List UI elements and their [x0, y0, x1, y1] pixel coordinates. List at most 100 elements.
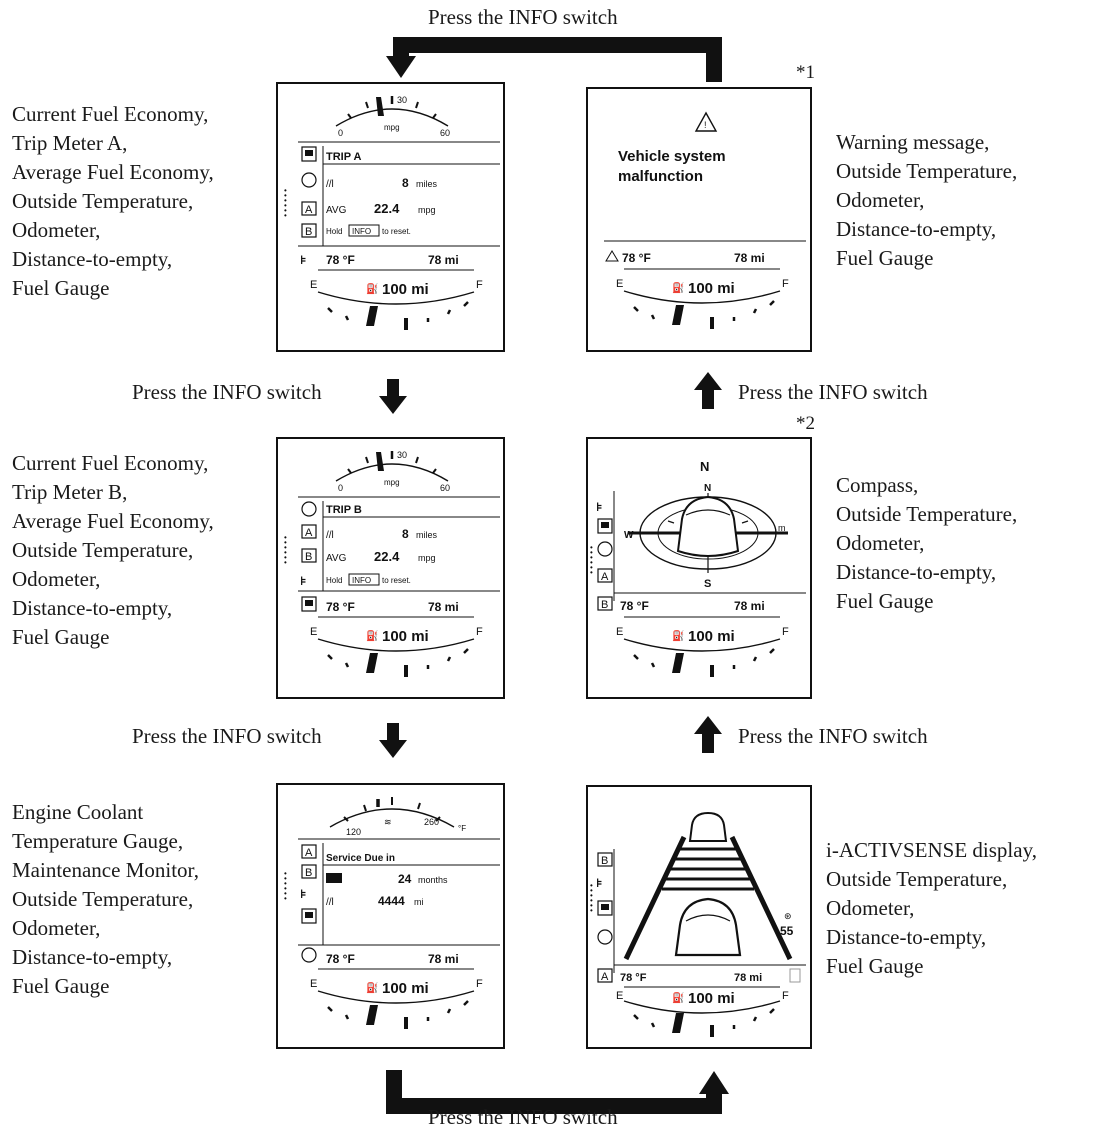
temp: 78 °F [622, 251, 651, 265]
label-trip-b: Current Fuel Economy,Trip Meter B,Averag… [12, 451, 214, 649]
warning-small-icon [605, 250, 619, 262]
dte: 100 mi [688, 990, 735, 1007]
info-key: INFO [352, 227, 371, 236]
dte: 100 mi [688, 280, 735, 297]
press-info-right-2: Press the INFO switch [738, 724, 928, 748]
fuel-pump-icon: ⛽ [672, 991, 684, 1004]
seat-icon: ⊧ [300, 253, 307, 267]
warning-icon [694, 111, 718, 132]
odo: 78 mi [428, 952, 459, 966]
fuel-pump-icon: ⛽ [366, 282, 378, 295]
press-info-left-2: Press the INFO switch [132, 724, 322, 748]
temp: 78 °F [326, 952, 355, 966]
label-compass: Compass,Outside Temperature,Odometer,Dis… [836, 473, 1018, 613]
compass-n-top: N [700, 459, 709, 474]
service-title: Service Due in [326, 853, 395, 864]
page-dots: •••••• [284, 869, 287, 903]
avg-value: 22.4 [374, 201, 400, 216]
top-loop-arrowhead [386, 56, 416, 78]
avg-label: AVG [326, 553, 347, 564]
up-arrow-1 [694, 372, 722, 390]
seat-icon: ⊧ [596, 876, 603, 890]
trip-title: TRIP A [326, 151, 362, 163]
fuel-e: E [310, 279, 317, 291]
note-compass: *2 [796, 413, 815, 434]
car-icon [597, 900, 613, 916]
fuel-f: F [782, 626, 789, 638]
hold-text: Hold [326, 227, 342, 236]
odo: 78 mi [734, 251, 765, 265]
road-icon: //l [326, 530, 334, 541]
miles-unit: mi [414, 897, 424, 907]
trip-title: TRIP B [326, 504, 362, 516]
speed-icon [301, 172, 317, 188]
page-dots: •••••• [590, 543, 593, 577]
odo: 78 mi [734, 972, 762, 984]
down-arrow-1 [379, 396, 407, 414]
gauge-max: 60 [440, 483, 450, 493]
press-info-bottom: Press the INFO switch [428, 1105, 618, 1129]
fuel-pump-icon: ⛽ [672, 281, 684, 294]
fuel-e: E [310, 626, 317, 638]
press-info-right-1: Press the INFO switch [738, 380, 928, 404]
car-rear-icon [676, 495, 740, 557]
press-info-left-1: Press the INFO switch [132, 380, 322, 404]
reset-text: to reset. [382, 576, 411, 585]
tab-a: A [601, 571, 609, 583]
seat-icon: ⊧ [300, 887, 307, 901]
seat-icon: ⊧ [596, 500, 603, 514]
fuel-pump-icon: ⛽ [672, 629, 684, 642]
tab-b: B [601, 599, 608, 611]
avg-unit: mpg [418, 553, 436, 563]
fuel-e: E [310, 978, 317, 990]
odo: 78 mi [428, 253, 459, 267]
tab-b: B [305, 867, 312, 879]
press-info-top: Press the INFO switch [428, 5, 618, 29]
gauge-min: 120 [346, 827, 361, 837]
dte: 100 mi [382, 281, 429, 298]
gauge-unit: mpg [384, 123, 400, 132]
temp: 78 °F [326, 600, 355, 614]
fuel-f: F [476, 978, 483, 990]
info-key: INFO [352, 576, 371, 585]
set-speed: 55 [780, 924, 794, 938]
miles-value: 4444 [378, 894, 405, 908]
note-warning: *1 [796, 62, 815, 83]
fuel-pump-icon: ⛽ [366, 629, 378, 642]
compass-w: W [624, 530, 634, 541]
page-dots: •••••• [590, 881, 593, 915]
screen-trip-b: 0 30 60 mpg A B ⊧ TRIP B //l 8 miles AVG… [276, 437, 505, 699]
seat-icon: ⊧ [300, 574, 307, 588]
top-loop-connector [393, 37, 722, 82]
page-dots: •••••• [284, 533, 287, 567]
bottom-loop-arrowhead [699, 1071, 729, 1094]
dte: 100 mi [382, 980, 429, 997]
gauge-max: 60 [440, 128, 450, 138]
dte: 100 mi [688, 628, 735, 645]
fuel-f: F [782, 990, 789, 1002]
gauge-mid: 30 [397, 95, 407, 105]
fuel-f: F [782, 278, 789, 290]
temp: 78 °F [620, 972, 647, 984]
screen-activsense: ⊛ 55 B ⊧ A 78 °F 78 mi E F ⛽ 100 mi ••••… [586, 785, 812, 1049]
page-dots: •••••• [284, 186, 287, 220]
fuel-f: F [476, 626, 483, 638]
fuel-f: F [476, 279, 483, 291]
odo: 78 mi [734, 599, 765, 613]
cruise-icon: ⊛ [784, 911, 792, 921]
label-activsense: i-ACTIVSENSE display,Outside Temperature… [826, 838, 1037, 978]
tab-b: B [305, 551, 312, 563]
label-trip-a: Current Fuel Economy,Trip Meter A,Averag… [12, 102, 214, 300]
compass-s: S [704, 578, 711, 590]
avg-unit: mpg [418, 205, 436, 215]
car-icon [301, 596, 317, 612]
coolant-icon: ≋ [384, 817, 392, 827]
car-icon [301, 146, 317, 162]
compass-e: m [778, 523, 786, 533]
fuel-pump-icon: ⛽ [366, 981, 378, 994]
avg-value: 22.4 [374, 549, 400, 564]
gauge-min: 0 [338, 128, 343, 138]
speed-icon [301, 501, 317, 517]
svg-text:!: ! [704, 120, 707, 130]
